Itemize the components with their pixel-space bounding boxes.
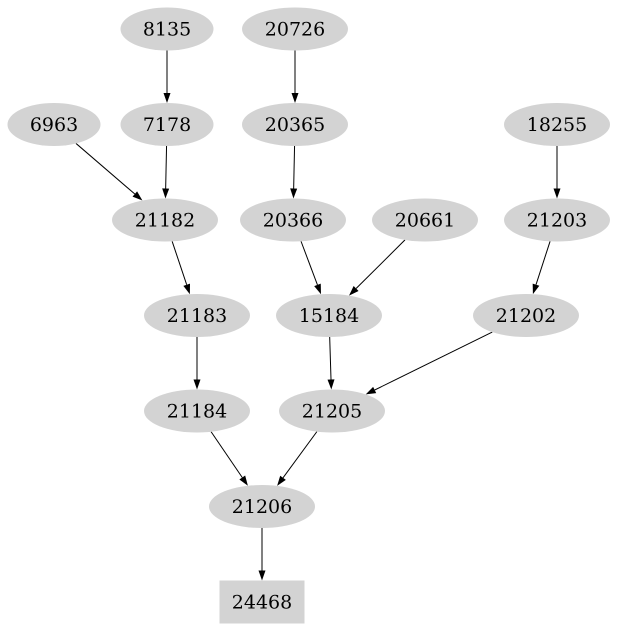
node-ellipse-21206 <box>209 485 315 528</box>
graph-edge-21202-21205 <box>365 331 493 395</box>
node-label-15184: 15184 <box>299 305 359 327</box>
graph-edge-21183-21184 <box>193 337 201 390</box>
graph-node-21182: 21182 <box>112 198 218 242</box>
graph-edge-21203-21202 <box>532 241 551 295</box>
arrowhead-icon <box>314 283 321 295</box>
arrowhead-icon <box>532 283 540 295</box>
graph-node-24468: 24468 <box>219 580 305 624</box>
graph-edge-21182-21183 <box>171 241 190 295</box>
node-ellipse-7178 <box>120 103 214 146</box>
edge-line <box>329 336 332 380</box>
graph-node-18255: 18255 <box>504 103 610 146</box>
arrowhead-icon <box>183 283 190 295</box>
graph-edge-15184-21205 <box>327 336 335 390</box>
node-ellipse-20365 <box>242 103 348 146</box>
graph-node-20661: 20661 <box>372 198 478 242</box>
node-ellipse-21202 <box>473 294 579 337</box>
arrowhead-icon <box>277 475 286 486</box>
node-ellipse-6963 <box>7 103 101 146</box>
node-label-7178: 7178 <box>143 114 191 136</box>
node-label-21203: 21203 <box>527 209 587 231</box>
graph-node-21206: 21206 <box>209 485 315 528</box>
graph-edge-8135-7178 <box>163 50 171 103</box>
node-label-24468: 24468 <box>232 591 292 613</box>
arrowhead-icon <box>365 386 377 395</box>
node-label-6963: 6963 <box>30 114 78 136</box>
edge-line <box>165 145 168 189</box>
graph-node-20726: 20726 <box>242 7 348 51</box>
edge-line <box>210 431 243 478</box>
arrowhead-icon <box>193 379 201 390</box>
graph-edge-7178-21182 <box>162 145 170 199</box>
graph-node-21202: 21202 <box>473 294 579 337</box>
node-label-21183: 21183 <box>167 305 227 327</box>
edge-line <box>374 331 493 391</box>
graph-node-21205: 21205 <box>279 389 385 433</box>
graph-edge-6963-21182 <box>75 143 143 201</box>
arrowhead-icon <box>327 379 335 390</box>
edge-line <box>293 145 296 189</box>
graph-node-20366: 20366 <box>240 198 346 242</box>
edge-line <box>75 143 136 195</box>
node-ellipse-20726 <box>242 7 348 51</box>
arrowhead-icon <box>132 191 143 201</box>
node-label-21205: 21205 <box>302 400 362 422</box>
edge-line <box>355 239 406 289</box>
graph-node-20365: 20365 <box>242 103 348 146</box>
graph-node-21183: 21183 <box>144 294 250 337</box>
node-label-21202: 21202 <box>496 305 556 327</box>
graph-edge-21205-21206 <box>277 431 318 486</box>
node-label-21184: 21184 <box>167 400 227 422</box>
node-ellipse-20366 <box>240 198 346 242</box>
arrowhead-icon <box>162 188 170 199</box>
node-ellipse-21205 <box>279 389 385 433</box>
edge-line <box>282 431 318 479</box>
graph-node-6963: 6963 <box>7 103 101 146</box>
node-ellipse-20661 <box>372 198 478 242</box>
graph-edge-21184-21206 <box>210 431 248 486</box>
graph-node-8135: 8135 <box>120 7 214 51</box>
graph-edge-20365-20366 <box>290 145 298 199</box>
graph-node-21203: 21203 <box>504 198 610 242</box>
arrowhead-icon <box>239 475 248 486</box>
arrowhead-icon <box>163 93 171 103</box>
graph-edge-20661-15184 <box>349 239 406 296</box>
node-ellipse-21183 <box>144 294 250 337</box>
node-ellipse-21203 <box>504 198 610 242</box>
edge-line <box>171 241 188 285</box>
node-label-20365: 20365 <box>265 114 325 136</box>
node-ellipse-21184 <box>144 389 250 433</box>
node-label-8135: 8135 <box>143 18 191 40</box>
graph-edge-20366-15184 <box>300 241 321 295</box>
graph-edge-20726-20365 <box>291 50 299 103</box>
arrowhead-icon <box>291 93 299 103</box>
graph-edge-21206-24468 <box>258 528 266 581</box>
node-label-21206: 21206 <box>232 496 292 518</box>
node-label-18255: 18255 <box>527 114 587 136</box>
node-ellipse-8135 <box>120 7 214 51</box>
node-label-20726: 20726 <box>265 18 325 40</box>
arrowhead-icon <box>349 286 359 296</box>
arrowhead-icon <box>553 188 561 199</box>
node-ellipse-21182 <box>112 198 218 242</box>
edge-line <box>535 241 551 285</box>
graph-edge-18255-21203 <box>553 146 561 199</box>
edge-line <box>300 241 318 286</box>
graph-node-15184: 15184 <box>276 294 382 337</box>
arrowhead-icon <box>258 570 266 581</box>
node-ellipse-18255 <box>504 103 610 146</box>
node-label-20661: 20661 <box>395 209 455 231</box>
arrowhead-icon <box>290 188 298 199</box>
graph-node-21184: 21184 <box>144 389 250 433</box>
node-label-20366: 20366 <box>263 209 323 231</box>
node-box-24468 <box>219 580 305 624</box>
node-label-21182: 21182 <box>135 209 195 231</box>
node-ellipse-15184 <box>276 294 382 337</box>
graph-node-7178: 7178 <box>120 103 214 146</box>
